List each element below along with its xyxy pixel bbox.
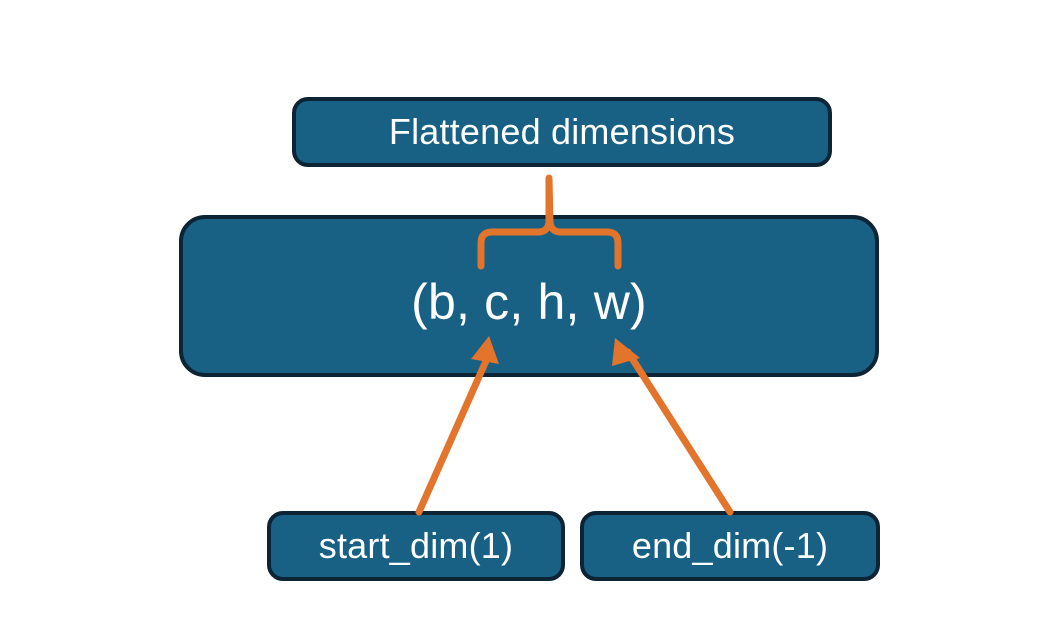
flattened-dimensions-box[interactable]: Flattened dimensions	[292, 97, 832, 167]
tensor-shape-label: (b, c, h, w)	[411, 274, 647, 330]
start-dim-label: start_dim(1)	[318, 525, 514, 566]
end-dim-box[interactable]: end_dim(-1)	[580, 511, 880, 581]
flattened-dimensions-label: Flattened dimensions	[388, 111, 736, 152]
start-dim-box[interactable]: start_dim(1)	[267, 511, 565, 581]
tensor-shape-box[interactable]: (b, c, h, w)	[179, 215, 879, 377]
end-dim-label: end_dim(-1)	[631, 525, 829, 566]
